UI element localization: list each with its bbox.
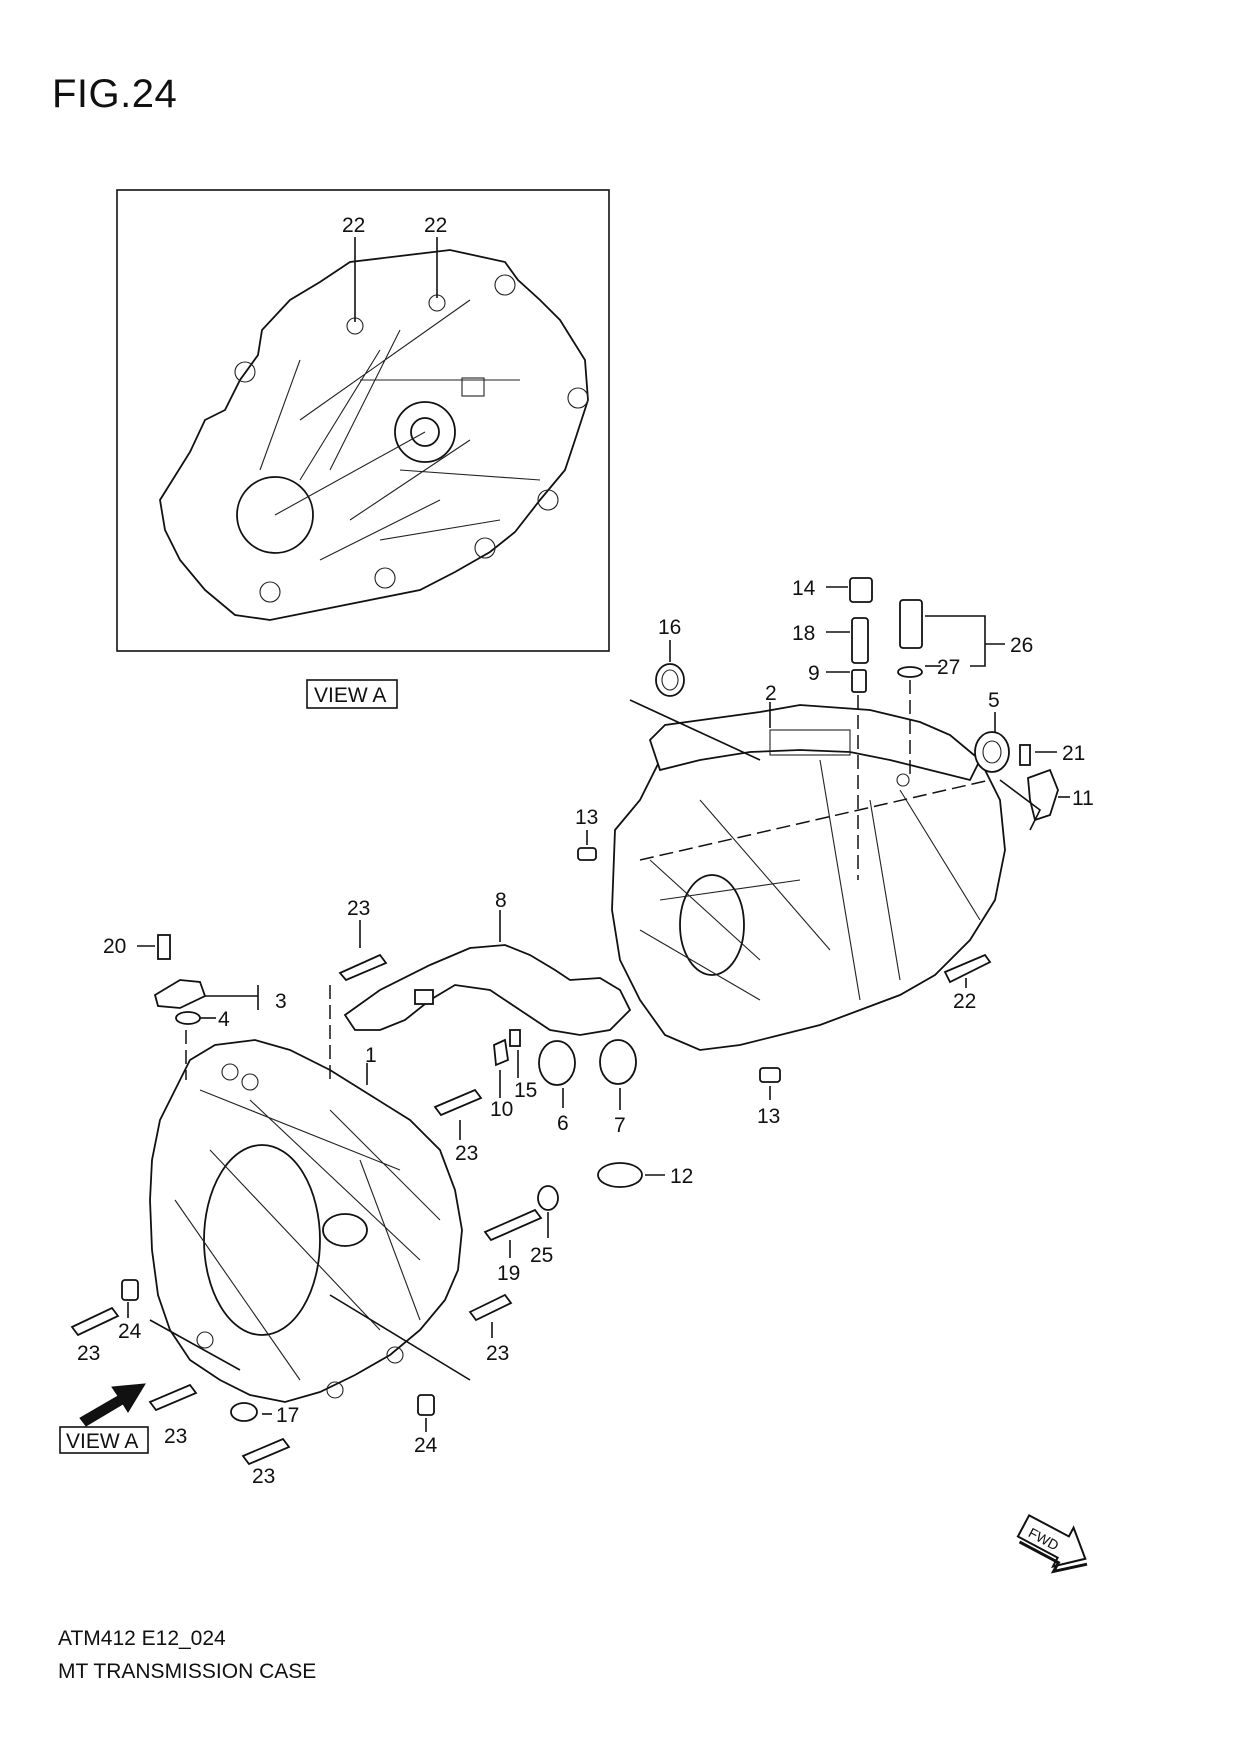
callout-16: 16 (658, 616, 681, 639)
callout-18: 18 (792, 622, 815, 645)
callout-22: 22 (342, 214, 365, 237)
callout-22: 22 (424, 214, 447, 237)
callout-27: 27 (937, 656, 960, 679)
callout-21: 21 (1062, 742, 1085, 765)
callout-5: 5 (988, 689, 1000, 712)
callout-4: 4 (218, 1008, 230, 1031)
callout-8: 8 (495, 889, 507, 912)
callouts: 1 2 3 4 5 6 7 8 9 10 11 12 13 13 14 15 1… (77, 577, 1094, 1488)
callout-13: 13 (757, 1105, 780, 1128)
fwd-arrow-icon: FWD (1016, 1513, 1088, 1574)
callout-9: 9 (808, 662, 820, 685)
callout-6: 6 (557, 1112, 569, 1135)
callout-25: 25 (530, 1244, 553, 1267)
callout-20: 20 (103, 935, 126, 958)
small-parts (70, 577, 1059, 1466)
view-a-label: VIEW A (314, 684, 386, 707)
diagram-name: MT TRANSMISSION CASE (58, 1660, 317, 1683)
callout-12: 12 (670, 1165, 693, 1188)
callout-13: 13 (575, 806, 598, 829)
view-a-inset: 22 22 (116, 189, 610, 652)
callout-19: 19 (497, 1262, 520, 1285)
view-a-arrow-label-box (59, 1426, 149, 1454)
diagram-code: ATM412 E12_024 (58, 1627, 226, 1650)
view-a-label-box (306, 679, 398, 709)
callout-1: 1 (365, 1044, 377, 1067)
callout-22: 22 (953, 990, 976, 1013)
leader-lines (127, 586, 1070, 1432)
callout-24: 24 (118, 1320, 142, 1343)
callout-7: 7 (614, 1114, 626, 1137)
callout-26: 26 (1010, 634, 1033, 657)
callout-17: 17 (276, 1404, 299, 1427)
callout-24: 24 (414, 1434, 438, 1457)
callout-11: 11 (1072, 787, 1094, 810)
view-a-arrow-label: VIEW A (66, 1430, 138, 1453)
callout-23: 23 (77, 1342, 100, 1365)
transmission-case (611, 704, 1006, 1051)
callout-23: 23 (486, 1342, 509, 1365)
callout-23: 23 (252, 1465, 275, 1488)
callout-14: 14 (792, 577, 816, 600)
callout-23: 23 (347, 897, 370, 920)
callout-23: 23 (164, 1425, 187, 1448)
callout-3: 3 (275, 990, 287, 1013)
figure-title: FIG.24 (52, 72, 178, 116)
callout-10: 10 (490, 1098, 513, 1121)
callout-2: 2 (765, 682, 777, 705)
callout-15: 15 (514, 1079, 537, 1102)
bracket (343, 944, 632, 1036)
clutch-housing-view (159, 249, 589, 621)
callout-23: 23 (455, 1142, 478, 1165)
clutch-housing (149, 1039, 463, 1403)
view-a-arrow (79, 1383, 146, 1427)
